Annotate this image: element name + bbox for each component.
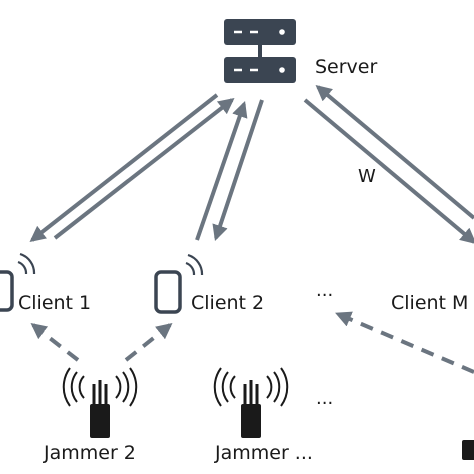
jammer2-label: Jammer 2 — [43, 442, 136, 464]
jam-arrow-jammer2-to-client1 — [30, 323, 80, 362]
jammer-n-label: Jammer ... — [214, 442, 313, 464]
w-label: W — [358, 166, 376, 187]
jammer2-icon — [62, 367, 138, 438]
client2-phone-icon — [154, 253, 204, 314]
arrow-server-to-client2 — [212, 99, 264, 242]
jammers-ellipsis: ... — [316, 388, 333, 409]
arrow-client1-to-server — [53, 98, 235, 240]
arrow-server-to-clientm — [303, 98, 474, 245]
server-icon — [224, 19, 296, 83]
jam-arrow-jammer2-to-client2 — [124, 323, 173, 362]
client1-label: Client 1 — [18, 292, 91, 314]
server-label: Server — [315, 56, 377, 78]
arrow-client2-to-server — [195, 100, 248, 241]
jammer-n-icon — [213, 367, 289, 438]
client1-phone-icon — [0, 252, 36, 312]
arrow-server-to-client1 — [29, 93, 219, 242]
clientm-label: Client M — [391, 292, 468, 314]
jammer-m-icon — [462, 440, 474, 460]
jam-arrow-jammern-to-clientm — [335, 311, 474, 374]
arrow-clientm-to-server — [315, 84, 474, 220]
clients-ellipsis: ... — [316, 280, 333, 301]
client2-label: Client 2 — [191, 292, 264, 314]
